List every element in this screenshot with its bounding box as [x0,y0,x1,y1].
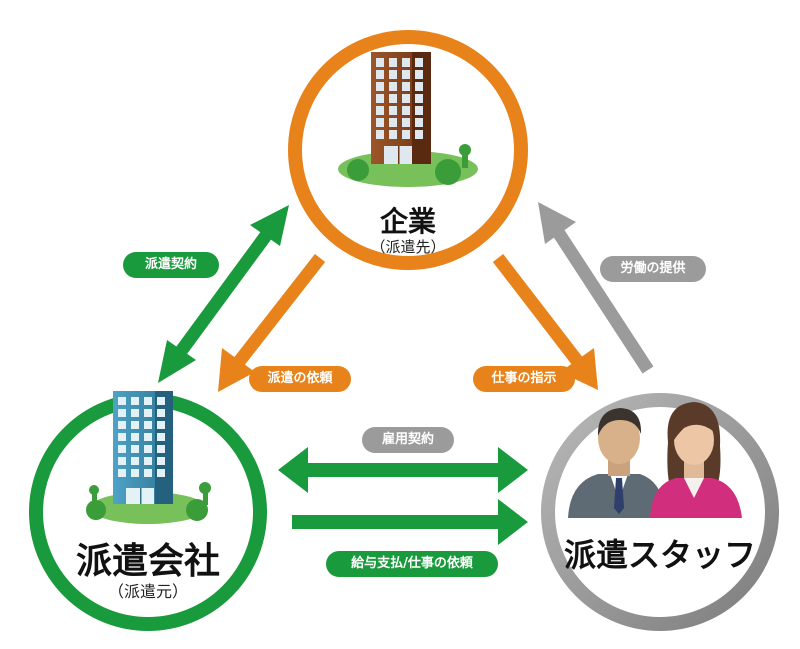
window [376,130,384,139]
dispatch-request-label: 派遣の依頼 [249,366,351,392]
work-instruction-arrow [492,254,598,390]
window [376,70,384,79]
window [415,82,423,91]
window [389,82,397,91]
window [415,94,423,103]
window [157,469,165,477]
window [118,409,126,417]
window [415,70,423,79]
window [157,445,165,453]
work-instruction-label: 仕事の指示 [473,366,575,392]
window [415,106,423,115]
window [402,58,410,67]
window [415,58,423,67]
agency-subtitle: （派遣元） [107,582,188,601]
window [118,397,126,405]
window [144,445,152,453]
window [157,397,165,405]
window [415,118,423,127]
employment-contract-arrow [278,447,528,493]
window [415,130,423,139]
window [389,106,397,115]
window [376,118,384,127]
labor-provision-arrow [538,202,654,374]
woman-avatar-icon [650,402,742,518]
window [118,445,126,453]
window [402,94,410,103]
window [131,457,139,465]
window [131,469,139,477]
agency-node [29,391,267,631]
company-subtitle: （派遣先） [370,238,446,256]
window [402,130,410,139]
window [144,457,152,465]
window [402,82,410,91]
window [402,106,410,115]
window [144,433,152,441]
window [131,433,139,441]
window [389,58,397,67]
window [402,118,410,127]
window [376,82,384,91]
window [389,70,397,79]
labor-provision-label: 労働の提供 [600,256,706,282]
dispatch-contract-label: 派遣契約 [123,252,219,278]
pay-request-arrow [292,499,528,545]
agency-building-icon [113,391,173,504]
window [131,445,139,453]
window [144,469,152,477]
window [144,397,152,405]
window [118,433,126,441]
window [157,457,165,465]
window [376,106,384,115]
pay-request-label: 給与支払/仕事の依頼 [326,551,498,577]
agency-title: 派遣会社 [75,541,220,582]
employment-contract-label: 雇用契約 [362,427,454,453]
window [157,421,165,429]
window [144,409,152,417]
window [131,409,139,417]
dispatch-request-arrow [218,253,326,392]
window [144,421,152,429]
window [118,421,126,429]
window [376,94,384,103]
window [118,457,126,465]
window [389,94,397,103]
window [389,130,397,139]
window [118,469,126,477]
window [131,397,139,405]
company-title: 企業 [379,205,436,238]
window [402,70,410,79]
company-node [288,30,528,270]
staff-node [541,393,779,631]
window [131,421,139,429]
window [157,409,165,417]
window [376,58,384,67]
window [157,433,165,441]
man-avatar-icon [568,408,666,518]
window [389,118,397,127]
staff-title: 派遣スタッフ [563,536,756,574]
dispatch-contract-arrow [158,205,289,383]
office-building-icon [371,52,431,164]
